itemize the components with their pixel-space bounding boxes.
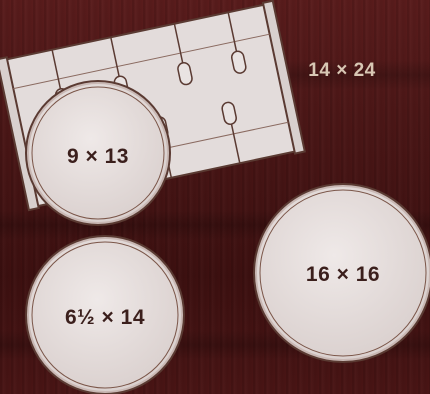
floor-tom-size-label: 16 × 16 [306, 263, 380, 287]
rack-tom-size-label: 9 × 13 [67, 145, 129, 169]
bass-drum-size-label: 14 × 24 [308, 60, 375, 82]
snare-size-label: 6½ × 14 [65, 306, 145, 330]
